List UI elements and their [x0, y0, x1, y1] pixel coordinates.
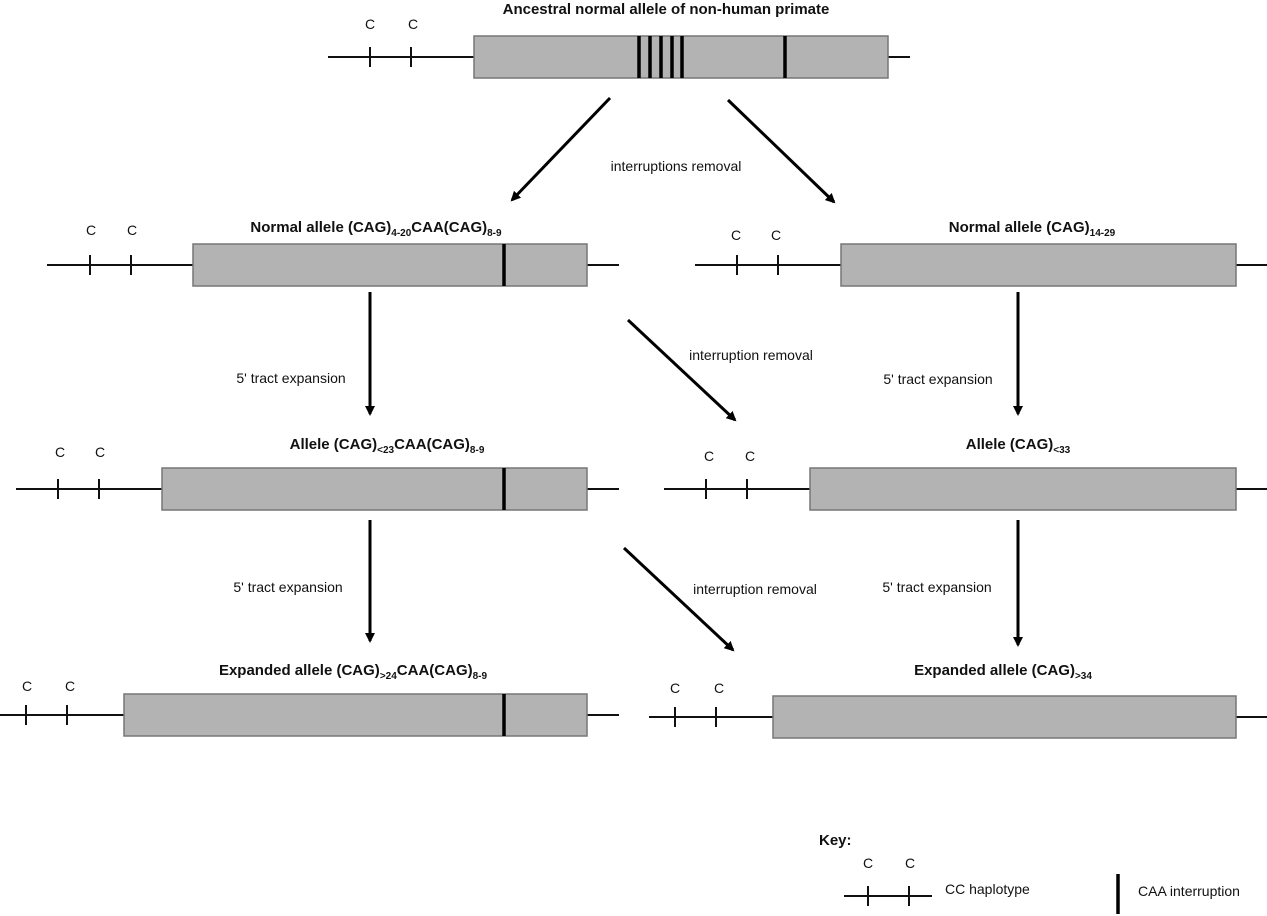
repeat-tract-box	[161, 467, 588, 511]
normal-allele-left: Normal allele (CAG)4-20CAA(CAG)8-9 C C	[47, 219, 619, 287]
c-label: C	[55, 444, 65, 460]
c-label: C	[863, 855, 873, 871]
c-label: C	[22, 678, 32, 694]
repeat-tract-box	[123, 693, 588, 737]
allele-right: Allele (CAG)<33 C C	[664, 436, 1267, 511]
normal-allele-left-title: Normal allele (CAG)4-20CAA(CAG)8-9	[250, 219, 502, 239]
key-legend: Key: C C CC haplotype CAA interruption	[819, 832, 1240, 914]
arrow-to-normal-left	[510, 96, 612, 202]
expanded-allele-right-title: Expanded allele (CAG)>34	[914, 662, 1092, 682]
expanded-allele-left-title: Expanded allele (CAG)>24CAA(CAG)8-9	[219, 662, 488, 682]
c-label: C	[86, 222, 96, 238]
key-cc-haplotype-label: CC haplotype	[945, 881, 1030, 897]
c-label: C	[731, 227, 741, 243]
c-label: C	[704, 448, 714, 464]
key-title: Key:	[819, 832, 852, 849]
normal-allele-right: Normal allele (CAG)14-29 C C	[695, 219, 1267, 287]
c-label: C	[905, 855, 915, 871]
tract-expansion-label: 5' tract expansion	[233, 579, 342, 595]
allele-right-title: Allele (CAG)<33	[966, 436, 1071, 456]
allele-left: Allele (CAG)<23CAA(CAG)8-9 C C	[16, 436, 619, 511]
repeat-tract-box	[840, 243, 1237, 287]
c-label: C	[714, 680, 724, 696]
c-label: C	[670, 680, 680, 696]
normal-allele-right-title: Normal allele (CAG)14-29	[949, 219, 1116, 239]
c-label: C	[95, 444, 105, 460]
interruption-removal-label: interruption removal	[689, 347, 813, 363]
tract-expansion-label: 5' tract expansion	[236, 370, 345, 386]
repeat-tract-box	[772, 695, 1237, 739]
repeat-tract-box	[809, 467, 1237, 511]
expanded-allele-right: Expanded allele (CAG)>34 C C	[649, 662, 1267, 739]
arrow-diagonal-1	[626, 318, 737, 422]
ancestral-allele: Ancestral normal allele of non-human pri…	[328, 1, 910, 79]
c-label: C	[745, 448, 755, 464]
arrow-diagonal-2	[622, 546, 735, 652]
c-label: C	[65, 678, 75, 694]
allele-left-title: Allele (CAG)<23CAA(CAG)8-9	[290, 436, 485, 456]
tract-expansion-label: 5' tract expansion	[882, 579, 991, 595]
ancestral-allele-title: Ancestral normal allele of non-human pri…	[503, 1, 830, 18]
repeat-tract-box	[192, 243, 588, 287]
c-label: C	[771, 227, 781, 243]
expanded-allele-left: Expanded allele (CAG)>24CAA(CAG)8-9 C C	[0, 662, 619, 737]
key-caa-interruption-label: CAA interruption	[1138, 883, 1240, 899]
c-label: C	[365, 16, 375, 32]
c-label: C	[127, 222, 137, 238]
interruptions-removal-label: interruptions removal	[611, 158, 742, 174]
arrow-to-normal-right	[726, 98, 836, 204]
interruption-removal-label: interruption removal	[693, 581, 817, 597]
c-label: C	[408, 16, 418, 32]
tract-expansion-label: 5' tract expansion	[883, 371, 992, 387]
